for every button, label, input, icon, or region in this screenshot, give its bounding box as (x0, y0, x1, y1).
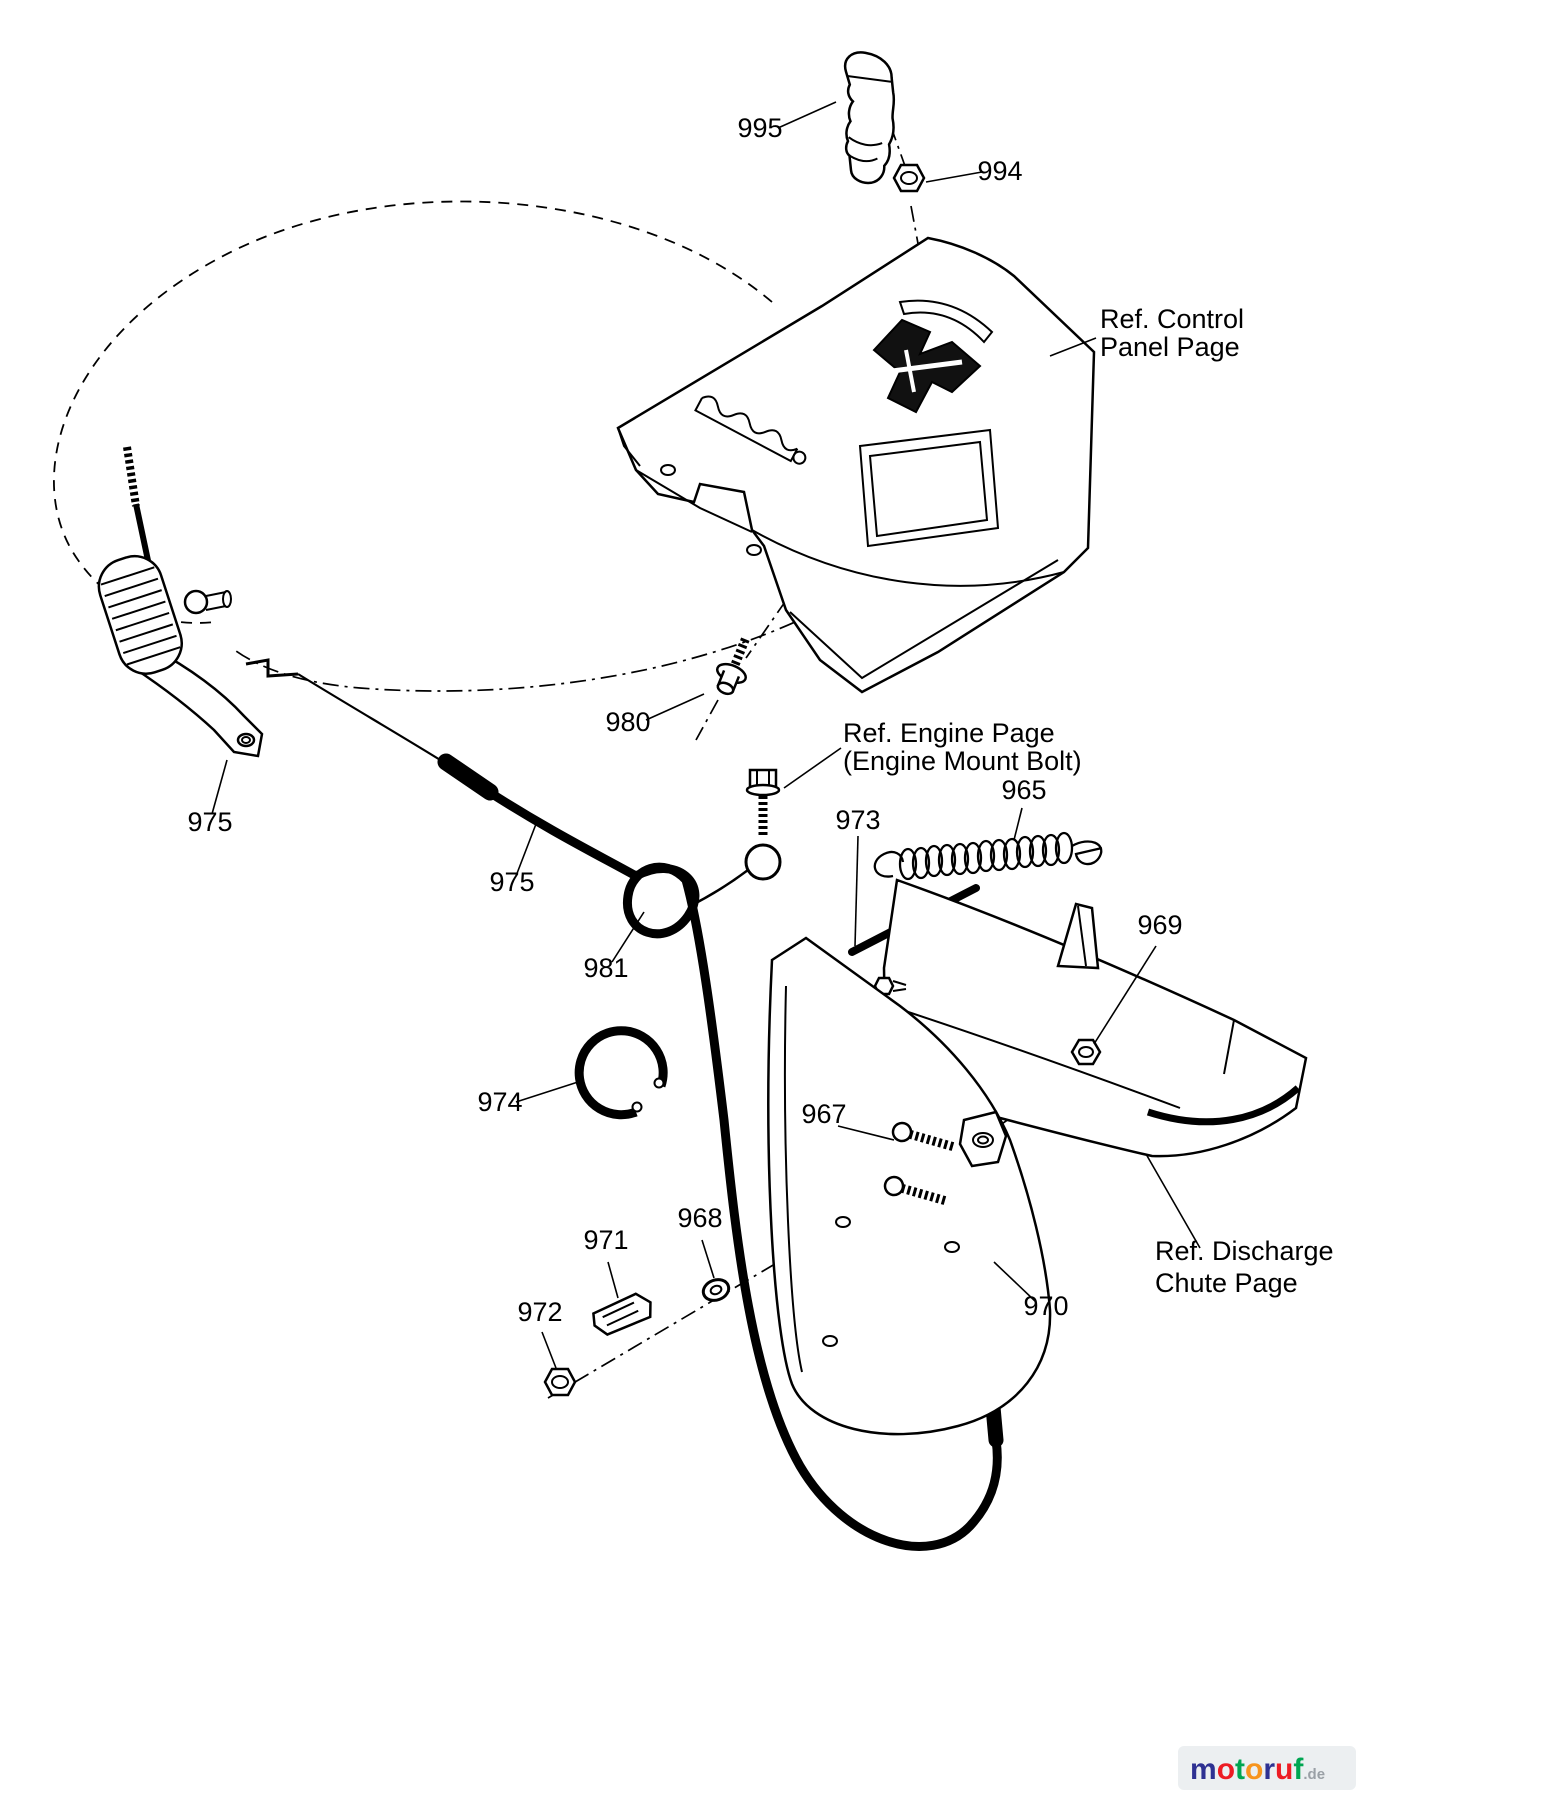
lever-assembly-975 (97, 446, 299, 758)
leader-lines (211, 101, 1201, 1369)
retaining-ring-974 (574, 1026, 668, 1120)
label-974: 974 (477, 1087, 522, 1117)
watermark-letter: f (1293, 1753, 1304, 1786)
control-panel (616, 236, 1096, 694)
extension-spring-965 (873, 831, 1103, 881)
hex-nut-972 (543, 1367, 577, 1397)
control-cable (297, 673, 1002, 1551)
label-967: 967 (801, 1099, 846, 1129)
watermark-letter: o (1245, 1753, 1263, 1786)
label-969: 969 (1137, 910, 1182, 940)
watermark-letter: o (1217, 1753, 1235, 1786)
label-968: 968 (677, 1203, 722, 1233)
label-970: 970 (1023, 1291, 1068, 1321)
engine-mount-bolt (745, 768, 781, 838)
ref-discharge-line2: Chute Page (1155, 1268, 1298, 1298)
washer-968 (701, 1278, 731, 1302)
watermark-letter: u (1275, 1753, 1293, 1786)
ref-engine-line1: Ref. Engine Page (843, 718, 1055, 748)
panel-curved-slot (898, 299, 994, 344)
hex-nut-994 (892, 163, 926, 193)
watermark-logo: motoruf.de (1190, 1753, 1325, 1786)
label-975-cable: 975 (489, 867, 534, 897)
label-994: 994 (977, 156, 1022, 186)
cable-wire-ring (689, 843, 782, 908)
shift-gate (872, 318, 982, 414)
watermark-background (1178, 1746, 1356, 1790)
label-981: 981 (583, 953, 628, 983)
ref-engine-line2: (Engine Mount Bolt) (843, 746, 1082, 776)
hex-nut-969 (1070, 1038, 1102, 1066)
watermark-letter: r (1263, 1753, 1275, 1786)
ref-control-panel-line2: Panel Page (1100, 332, 1240, 362)
carriage-bolt-967-b (883, 1175, 948, 1206)
label-971: 971 (583, 1225, 628, 1255)
watermark-suffix: .de (1303, 1766, 1325, 1783)
label-965: 965 (1001, 775, 1046, 805)
clip-971 (592, 1292, 652, 1336)
screw-980 (716, 636, 750, 696)
label-980: 980 (605, 707, 650, 737)
label-995: 995 (737, 113, 782, 143)
label-975-lever: 975 (187, 807, 232, 837)
carriage-bolt-967-a (891, 1121, 956, 1152)
panel-label-recess (858, 428, 1000, 548)
reference-labels: Ref. Control Panel Page Ref. Engine Page… (843, 304, 1334, 1298)
ref-control-panel-line1: Ref. Control (1100, 304, 1244, 334)
lever-pivot-bolt (183, 589, 209, 615)
handle-grip-995 (843, 51, 896, 185)
label-973: 973 (835, 805, 880, 835)
part-labels: 995 994 980 975 975 981 974 973 965 969 … (187, 113, 1182, 1327)
watermark-letter: m (1190, 1753, 1217, 1786)
label-972: 972 (517, 1297, 562, 1327)
cable-attachment-tab (958, 1110, 1008, 1168)
speed-slot (694, 395, 807, 465)
watermark-letter: t (1235, 1753, 1245, 1786)
ref-discharge-line1: Ref. Discharge (1155, 1236, 1334, 1266)
bracket-gusset (1056, 902, 1100, 970)
cable-z-end (245, 658, 299, 678)
cable-loop (481, 785, 1002, 1551)
watermark: motoruf.de (1178, 1746, 1356, 1790)
